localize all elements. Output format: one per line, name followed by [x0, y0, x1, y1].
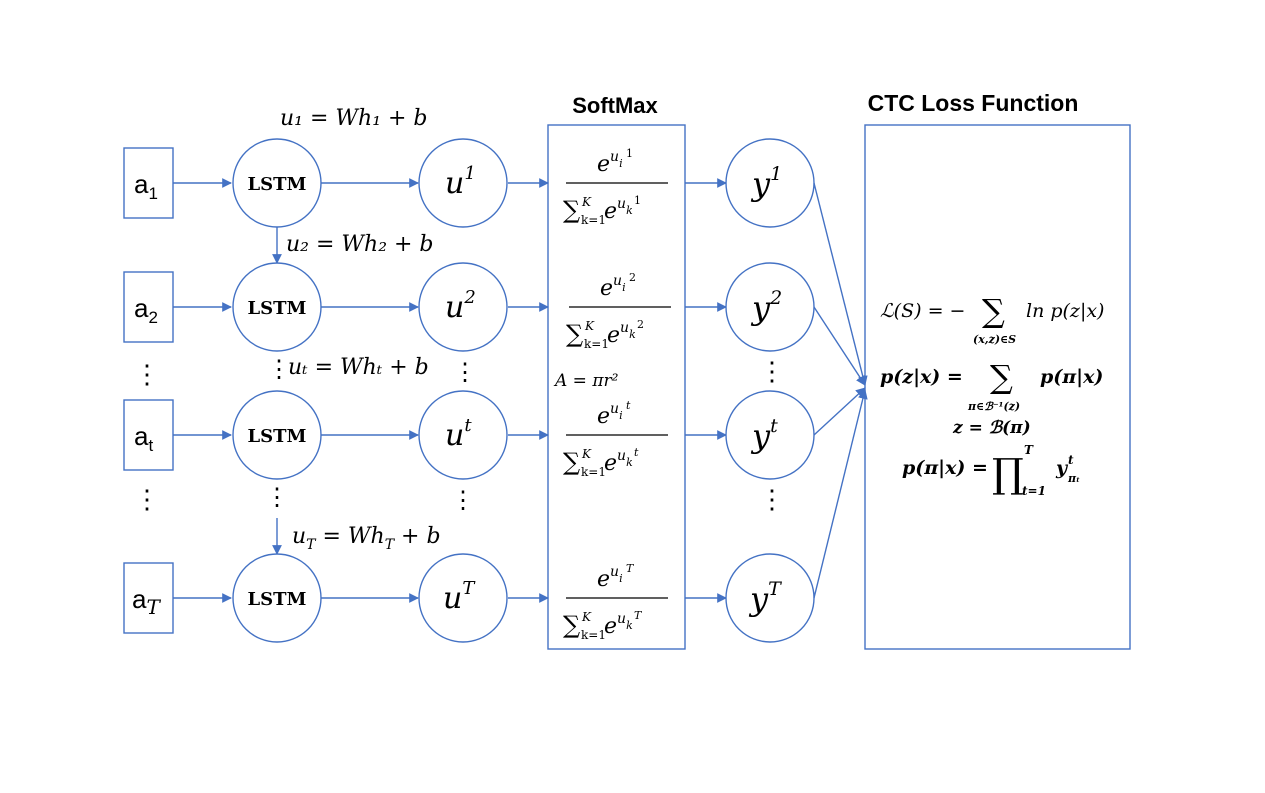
svg-text:eui: eui	[600, 273, 626, 301]
svg-text:y: y	[1055, 457, 1069, 479]
u-node-2	[418, 262, 508, 352]
svg-text:ln p(z|x): ln p(z|x)	[1026, 300, 1104, 322]
svg-text:∏: ∏	[992, 451, 1024, 497]
svg-text:k=1: k=1	[581, 213, 606, 227]
svg-text:∑: ∑	[563, 196, 580, 224]
ellipsis-u-1: ⋮	[453, 358, 477, 386]
y-label-T: yT	[748, 578, 782, 618]
svg-text:∑: ∑	[982, 292, 1005, 330]
svg-text:K: K	[581, 447, 592, 461]
ctc-formula-pzx: p(z|x) = ∑ π∈ℬ⁻¹(z) p(π|x)	[880, 358, 1103, 413]
svg-text:p(π|x) =: p(π|x) =	[902, 457, 988, 479]
u-node-t	[418, 390, 508, 480]
svg-text:k=1: k=1	[581, 465, 606, 479]
svg-text:k=1: k=1	[584, 337, 609, 351]
y-label-2: y2	[750, 287, 782, 327]
input-box-a2	[123, 271, 174, 343]
ellipsis-u-2: ⋮	[451, 486, 475, 514]
arrow-y2-ctc	[813, 306, 866, 386]
equation-u1: u₁ = Wh₁ + b	[280, 106, 428, 131]
svg-text:1: 1	[626, 147, 633, 160]
svg-text:euk: euk	[604, 611, 633, 639]
input-box-at	[123, 399, 174, 471]
lstm-label-t: LSTM	[248, 426, 307, 447]
ctc-formula-zb: z = ℬ(π)	[952, 418, 1031, 438]
y-label-t: yt	[750, 415, 778, 455]
ctc-heading: CTC Loss Function	[868, 90, 1079, 116]
svg-text:K: K	[584, 319, 595, 333]
lstm-label-T: LSTM	[248, 589, 307, 610]
input-label-at: at	[134, 421, 153, 455]
ctc-loss-box	[864, 124, 1131, 650]
softmax-formula-T: eui T ∑ K k=1 euk T	[563, 562, 668, 642]
u-label-T: uT	[443, 578, 476, 616]
arrow-yT-ctc	[813, 389, 868, 599]
softmax-heading: SoftMax	[572, 93, 658, 118]
svg-text:ℒ(S) = −: ℒ(S) = −	[880, 300, 965, 322]
svg-text:eui: eui	[597, 149, 623, 177]
svg-text:T: T	[634, 609, 643, 622]
u-node-T	[418, 553, 508, 643]
svg-text:K: K	[581, 195, 592, 209]
svg-text:T: T	[1024, 443, 1034, 457]
svg-text:T: T	[626, 562, 635, 575]
ctc-formula-loss: ℒ(S) = − ∑ (x,z)∈S ln p(z|x)	[880, 292, 1104, 346]
svg-text:2: 2	[637, 318, 644, 331]
svg-text:(x,z)∈S: (x,z)∈S	[973, 333, 1016, 346]
input-label-a2: a2	[134, 293, 158, 327]
svg-text:2: 2	[629, 271, 636, 284]
u-node-1	[418, 138, 508, 228]
softmax-formula-t: eui t ∑ K k=1 euk t	[563, 399, 668, 479]
svg-text:euk: euk	[607, 320, 636, 348]
softmax-formula-1: eui 1 ∑ K k=1 euk 1	[563, 147, 668, 227]
lstm-label-1: LSTM	[248, 174, 307, 195]
svg-text:t: t	[626, 399, 631, 412]
lstm-label-2: LSTM	[248, 298, 307, 319]
ellipsis-input-2: ⋮	[134, 485, 160, 515]
u-label-2: u2	[445, 287, 476, 325]
input-box-a1	[123, 147, 174, 219]
y-label-1: y1	[750, 163, 782, 203]
equation-u2: u₂ = Wh₂ + b	[286, 232, 434, 257]
svg-text:t: t	[634, 446, 639, 459]
svg-text:π∈ℬ⁻¹(z): π∈ℬ⁻¹(z)	[967, 400, 1020, 413]
svg-text:p(π|x): p(π|x)	[1040, 366, 1103, 388]
svg-text:t=1: t=1	[1022, 484, 1046, 498]
u-label-t: ut	[445, 415, 472, 453]
ellipsis-input-1: ⋮	[134, 360, 160, 390]
svg-text:∑: ∑	[990, 358, 1013, 396]
ellipsis-lstm-1: ⋮	[267, 355, 291, 383]
equation-uT: uT = WhT + b	[292, 524, 441, 553]
ellipsis-y-2: ⋮	[759, 485, 785, 515]
svg-text:πₜ: πₜ	[1067, 472, 1080, 485]
svg-text:K: K	[581, 610, 592, 624]
svg-text:∑: ∑	[563, 448, 580, 476]
svg-text:k=1: k=1	[581, 628, 606, 642]
arrow-yt-ctc	[813, 387, 866, 436]
input-label-a1: a1	[134, 169, 158, 203]
svg-text:eui: eui	[597, 564, 623, 592]
softmax-box	[547, 124, 686, 650]
ctc-formula-ppix: p(π|x) = ∏ T t=1 y t πₜ	[902, 443, 1080, 498]
svg-text:p(z|x) =: p(z|x) =	[880, 366, 963, 388]
u-label-1: u1	[445, 163, 476, 201]
input-label-aT: aT	[132, 584, 161, 619]
ellipsis-y-1: ⋮	[759, 357, 785, 387]
svg-text:∑: ∑	[566, 320, 583, 348]
equation-ut: uₜ = Whₜ + b	[288, 355, 429, 380]
svg-text:t: t	[1068, 453, 1074, 467]
softmax-formula-2: eui 2 ∑ K k=1 euk 2	[566, 271, 671, 351]
svg-text:euk: euk	[604, 448, 633, 476]
ellipsis-lstm-2: ⋮	[265, 483, 289, 511]
svg-text:1: 1	[634, 194, 641, 207]
svg-text:eui: eui	[597, 401, 623, 429]
equation-area: A = πr²	[553, 371, 619, 391]
arrow-y1-ctc	[813, 182, 868, 386]
svg-text:euk: euk	[604, 196, 633, 224]
svg-text:∑: ∑	[563, 611, 580, 639]
